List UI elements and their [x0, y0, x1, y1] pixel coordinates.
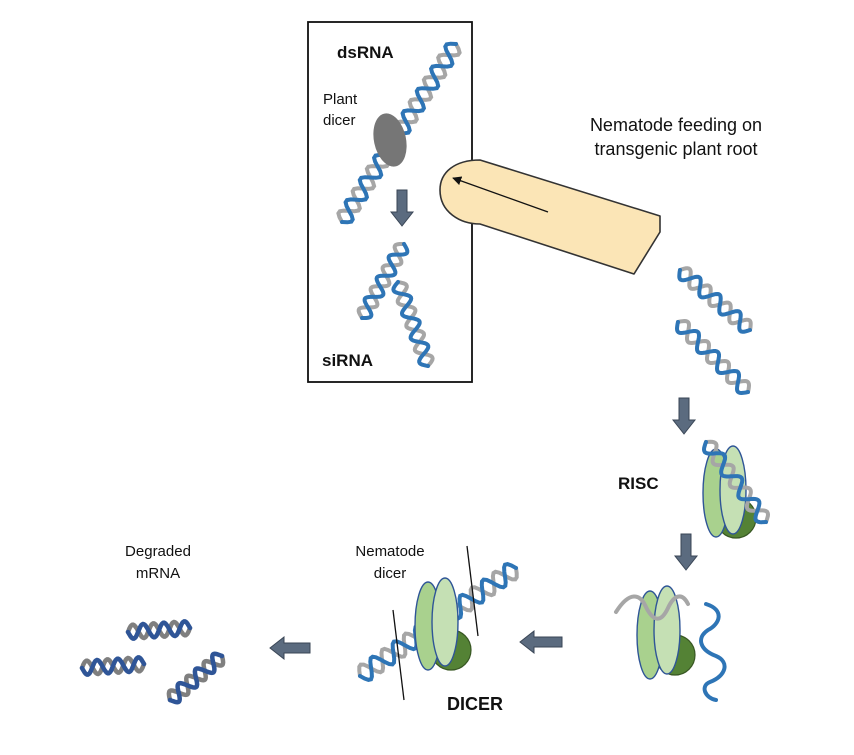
arrow-to-risc — [671, 397, 697, 435]
feeding-label-line1: Nematode feeding on — [590, 115, 762, 135]
strand-secondary — [395, 280, 435, 368]
sirna-helix-2 — [391, 280, 435, 368]
strand-secondary — [704, 439, 771, 524]
ingested-sirna-1 — [677, 266, 753, 334]
plant-dicer-enzyme — [373, 113, 407, 167]
strand-primary — [391, 280, 431, 368]
sirna-helix-1 — [356, 242, 410, 320]
strand-primary — [79, 655, 147, 677]
arrow-box-down — [389, 189, 415, 227]
risc-label: RISC — [618, 474, 659, 493]
nematode-dicer-enzyme — [414, 577, 472, 671]
feeding-arrow — [452, 176, 549, 213]
cut-line-right — [466, 545, 479, 637]
strand-primary — [125, 619, 193, 641]
plant-dicer-label-line2: dicer — [323, 112, 356, 129]
cut-line-left — [392, 609, 405, 701]
target-mrna-strand — [699, 602, 727, 702]
strand-secondary — [678, 266, 753, 332]
arrow-to-degraded — [269, 635, 311, 661]
strand-primary — [167, 651, 225, 705]
nematode-dicer-label-line2: dicer — [374, 565, 407, 582]
block-arrow-shape — [519, 629, 563, 655]
strand-primary — [674, 320, 750, 396]
degraded-fragment-1 — [125, 619, 193, 641]
dsrna-label: dsRNA — [337, 43, 394, 62]
sirna-label: siRNA — [322, 351, 373, 370]
block-arrow-shape — [389, 189, 415, 227]
degraded-fragment-2 — [79, 655, 147, 677]
dicer-label: DICER — [447, 694, 503, 714]
strand-secondary — [676, 318, 752, 394]
block-arrow-shape — [673, 533, 699, 571]
nematode-dicer-label-line1: Nematode — [355, 543, 424, 560]
strand-primary — [360, 242, 410, 320]
guide-strand — [614, 594, 690, 621]
plant-dicer-label-line1: Plant — [323, 91, 358, 108]
feeding-label-line2: transgenic plant root — [594, 139, 757, 159]
risc-target-complex — [636, 585, 696, 680]
degraded-label-line2: mRNA — [136, 565, 180, 582]
risc-bound-sirna — [701, 439, 771, 525]
strand-primary — [701, 440, 768, 525]
arrow-to-dicer — [519, 629, 563, 655]
arrow-to-mrna-binding — [673, 533, 699, 571]
nematode-body — [439, 159, 661, 275]
strand-primary — [677, 268, 752, 334]
strand-secondary — [356, 242, 406, 320]
degraded-fragment-3 — [166, 651, 226, 705]
block-arrow-shape — [671, 397, 697, 435]
ingested-sirna-2 — [674, 318, 752, 396]
block-arrow-shape — [269, 635, 311, 661]
degraded-label-line1: Degraded — [125, 543, 191, 560]
